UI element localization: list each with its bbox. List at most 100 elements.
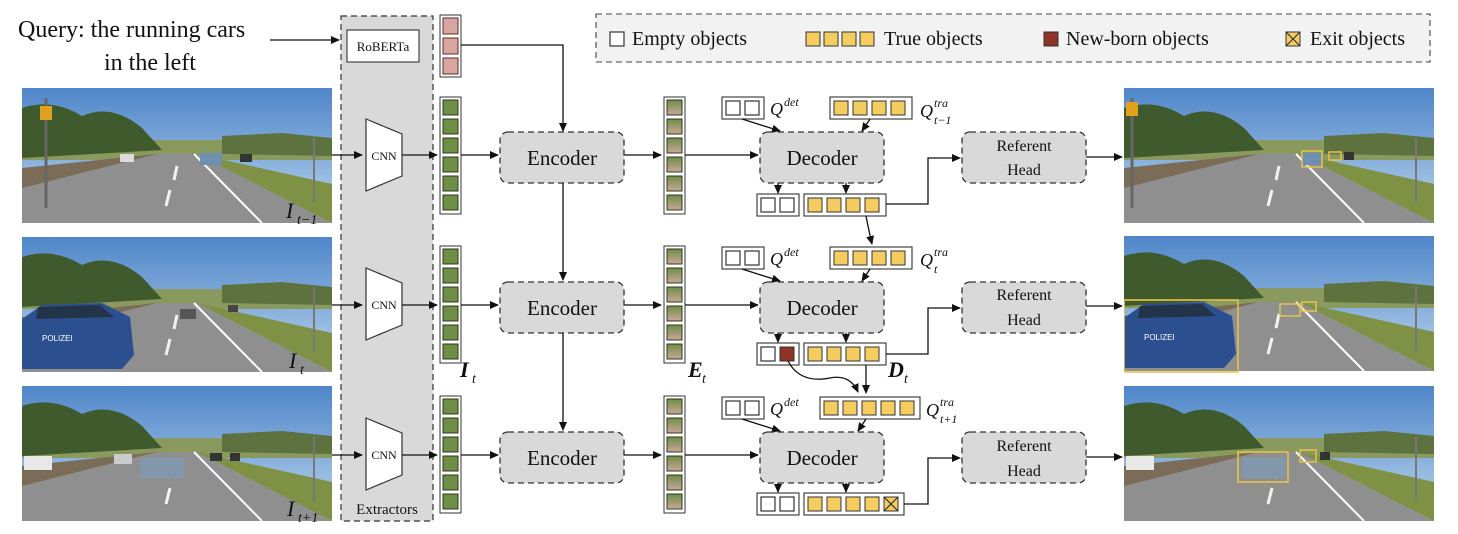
q-det-prev-sup: det (784, 95, 799, 109)
q-det-cur-symbol: Q (770, 249, 783, 269)
frame-prev-sub: t−1 (297, 213, 317, 228)
q-det-cur (721, 246, 765, 270)
decoder-cur-label: Decoder (786, 296, 857, 320)
decoder-next-label: Decoder (786, 446, 857, 470)
q-tra-cur (829, 246, 913, 270)
legend-empty-swatch (609, 31, 625, 47)
q-tra-next-sup: tra (940, 395, 954, 409)
referent-head-cur-line2: Head (1007, 312, 1041, 329)
output-true-cur (803, 342, 887, 366)
image-feature-tokens-next (439, 395, 462, 514)
q-det-cur-sup: det (784, 245, 799, 259)
frame-cur-sub: t (300, 363, 305, 378)
q-det-prev (721, 96, 765, 120)
encoder-next (499, 431, 625, 484)
decoder-prev-label: Decoder (786, 146, 857, 170)
q-tra-prev-sup: tra (934, 96, 948, 110)
decoder-cur (759, 281, 885, 334)
encoded-feature-tokens-next (663, 395, 686, 514)
result-prev-image (1124, 88, 1434, 223)
legend-exit-swatch (1285, 31, 1301, 47)
row-current: POLIZEI I t CNN I t Encoder (22, 215, 1434, 387)
frame-next-label: I (286, 496, 296, 521)
q-det-next (721, 396, 765, 420)
legend-box: Empty objects True objects New-born obje… (595, 13, 1431, 63)
referent-head-cur (961, 281, 1087, 334)
symbol-I: I (459, 357, 470, 382)
encoded-feature-tokens-cur (663, 245, 686, 364)
q-tra-prev (829, 96, 913, 120)
legend-true-label: True objects (884, 28, 983, 50)
output-empty-next (756, 492, 800, 516)
legend-newborn-label: New-born objects (1066, 28, 1209, 50)
encoder-prev (499, 131, 625, 184)
cnn-cur (365, 267, 403, 341)
result-cur-image: POLIZEI (1124, 236, 1434, 373)
referent-head-prev-line2: Head (1007, 162, 1041, 179)
symbol-E-sub: t (702, 372, 707, 387)
frame-next-image: I t+1 (22, 386, 332, 526)
legend-empty-label: Empty objects (632, 28, 747, 50)
symbol-D: D (887, 357, 904, 382)
output-true-prev (803, 193, 887, 217)
text-feature-tokens (439, 14, 462, 78)
q-tra-cur-sup: tra (934, 245, 948, 259)
decoder-next (759, 431, 885, 484)
query-line-2: in the left (104, 50, 196, 76)
referent-head-prev (961, 131, 1087, 184)
cnn-prev-label: CNN (371, 149, 397, 163)
output-empty-cur (756, 342, 800, 366)
referent-head-next-line1: Referent (996, 438, 1052, 455)
encoded-feature-tokens-prev (663, 96, 686, 215)
frame-prev-image: I t−1 (22, 88, 332, 228)
referent-head-prev-line1: Referent (996, 138, 1052, 155)
frame-cur-label: I (288, 348, 298, 373)
encoder-next-label: Encoder (527, 446, 597, 470)
image-feature-tokens-prev (439, 96, 462, 215)
symbol-E: E (687, 357, 703, 382)
q-tra-prev-sub: t−1 (934, 113, 951, 127)
frame-cur-image: POLIZEI I t (22, 237, 332, 378)
symbol-D-sub: t (904, 372, 909, 387)
roberta-label: RoBERTa (357, 39, 410, 54)
decoder-prev (759, 131, 885, 184)
referent-head-next-line2: Head (1007, 463, 1041, 480)
cnn-next-label: CNN (371, 448, 397, 462)
row-prev: I t−1 CNN Encoder (22, 88, 1434, 228)
q-det-next-symbol: Q (770, 399, 783, 419)
cnn-cur-label: CNN (371, 298, 397, 312)
output-empty-prev (756, 193, 800, 217)
cnn-prev (365, 118, 403, 192)
result-next-image (1124, 386, 1434, 521)
q-tra-next-symbol: Q (926, 400, 939, 420)
referent-head-cur-line1: Referent (996, 287, 1052, 304)
encoder-cur-label: Encoder (527, 296, 597, 320)
frame-next-sub: t+1 (298, 511, 318, 526)
encoder-prev-label: Encoder (527, 146, 597, 170)
symbol-I-sub: t (472, 372, 477, 387)
q-tra-next-sub: t+1 (940, 412, 957, 426)
q-tra-next (819, 396, 921, 420)
q-tra-cur-sub: t (934, 262, 938, 276)
query-line-1: Query: the running cars (18, 17, 245, 43)
row-next: I t+1 CNN Encoder (22, 386, 1434, 526)
q-tra-prev-symbol: Q (920, 101, 933, 121)
q-tra-cur-symbol: Q (920, 250, 933, 270)
roberta-box (346, 29, 420, 63)
svg-text:POLIZEI: POLIZEI (42, 334, 73, 343)
q-det-prev-symbol: Q (770, 99, 783, 119)
legend-true-swatch (805, 31, 875, 47)
legend-exit-label: Exit objects (1310, 28, 1405, 50)
legend-newborn-swatch (1043, 31, 1059, 47)
encoder-cur (499, 281, 625, 334)
extractors-label: Extractors (356, 502, 418, 518)
referent-head-next (961, 431, 1087, 484)
cnn-next (365, 417, 403, 491)
svg-text:POLIZEI: POLIZEI (1144, 333, 1175, 342)
output-true-next (803, 492, 905, 516)
q-det-next-sup: det (784, 395, 799, 409)
image-feature-tokens-cur (439, 245, 462, 364)
frame-prev-label: I (285, 198, 295, 223)
